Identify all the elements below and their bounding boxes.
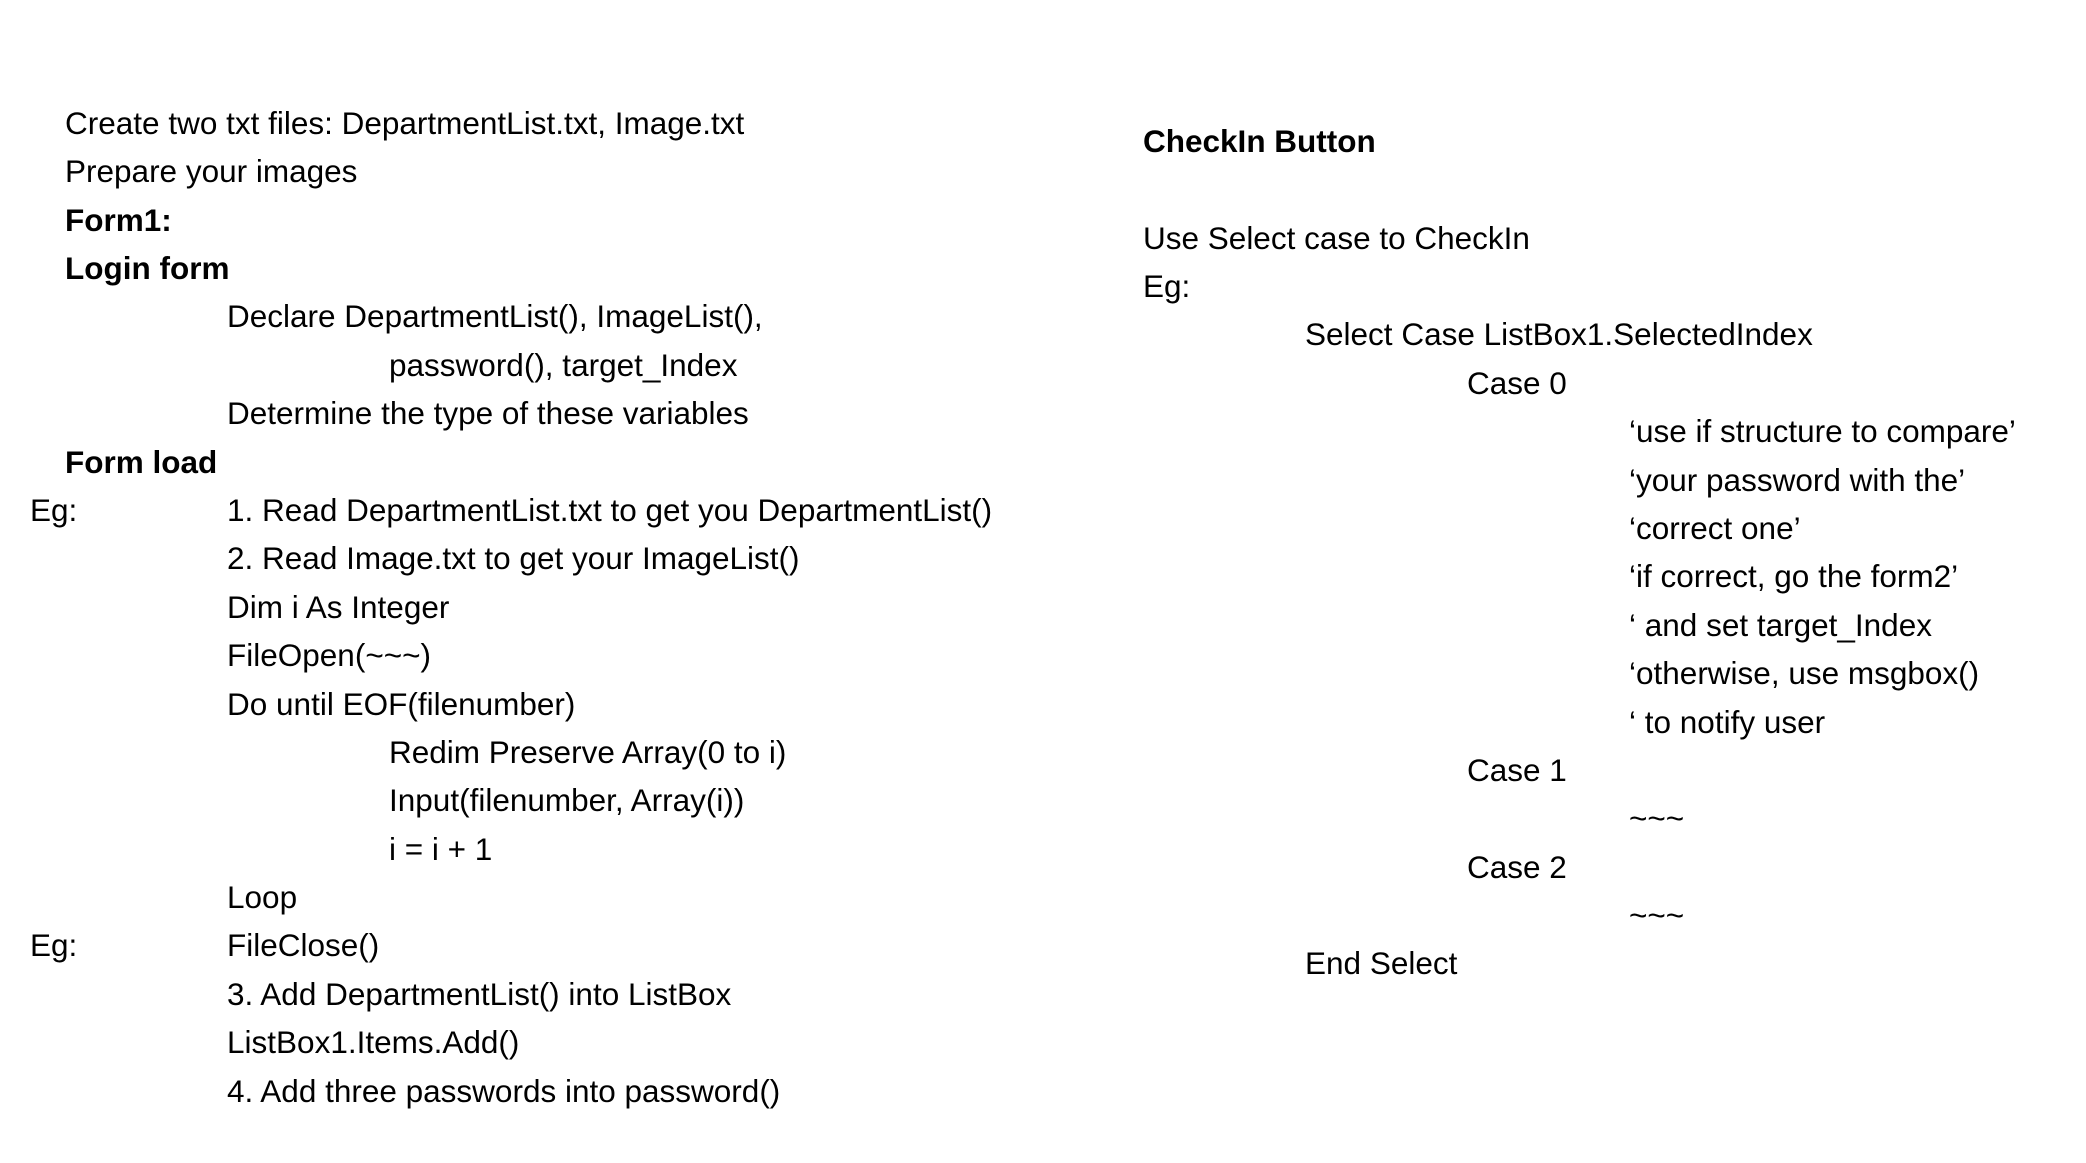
text-line: 3. Add DepartmentList() into ListBox [30,873,992,1012]
text-line: Form load [30,341,992,480]
text-line: Eg: Dim i As Integer [30,486,992,625]
text-line: ‘ to notify user [1108,601,2016,740]
text-line: 1. Read DepartmentList.txt to get you De… [30,389,992,528]
text-line: ‘if correct, go the form2’ [1108,456,2016,594]
line-text: FileOpen(~~~) [227,637,431,674]
line-text: Login form [65,249,230,286]
text-line: i = i + 1 [30,728,992,867]
line-text: Eg: [1143,267,1191,304]
text-line: Do until EOF(filenumber) [30,583,992,722]
text-line: Redim Preserve Array(0 to i) [30,631,992,770]
text-line: ~~~ [1108,697,2016,836]
eg-label: Eg: [30,927,78,964]
line-text: ‘if correct, go the form2’ [1629,558,1959,595]
line-text: ‘otherwise, use msgbox() [1629,655,1980,692]
document-page: Create two txt files: DepartmentList.txt… [30,2,2016,1109]
right-column: CheckIn Button Use Select case to CheckI… [1108,20,2016,982]
line-text: Select Case ListBox1.SelectedIndex [1305,316,1813,353]
text-line: Select Case ListBox1.SelectedIndex [1108,214,2016,352]
line-text: ‘your password with the’ [1629,461,1966,498]
line-text: Case 1 [1467,751,1567,788]
line-text: 2. Read Image.txt to get your ImageList(… [227,540,800,577]
line-text: Dim i As Integer [227,588,450,625]
text-line: Loop [30,776,992,915]
text-line: ‘otherwise, use msgbox() [1108,552,2016,691]
text-line: Case 1 [1108,649,2016,788]
text-line [1108,68,2016,116]
text-line: CheckIn Button [1108,20,2016,159]
text-line: Eg: ListBox1.Items.Add() [30,921,992,1060]
text-line: Login form [30,147,992,286]
text-line: FileOpen(~~~) [30,534,992,673]
line-text: Redim Preserve Array(0 to i) [389,733,787,770]
line-text: ~~~ [1629,897,1685,934]
line-text: Prepare your images [65,153,358,190]
line-text: Declare DepartmentList(), ImageList(), [227,298,763,335]
text-line: ‘your password with the’ [1108,359,2016,498]
line-text: ‘correct one’ [1629,509,1801,546]
line-text: Do until EOF(filenumber) [227,685,576,722]
line-text: ‘ to notify user [1629,703,1826,740]
text-line: Case 2 [1108,746,2016,885]
left-column: Create two txt files: DepartmentList.txt… [30,2,992,1109]
text-line: Case 0 [1108,262,2016,401]
line-text: ‘use if structure to compare’ [1629,413,2016,450]
line-text: 1. Read DepartmentList.txt to get you De… [227,491,993,528]
line-text: Use Select case to CheckIn [1143,219,1530,256]
line-text: CheckIn Button [1143,122,1376,159]
text-line: Form1: [30,99,992,238]
line-text: ~~~ [1629,800,1685,837]
line-text: Create two txt files: DepartmentList.txt… [65,104,745,141]
text-line: Prepare your images [30,50,992,189]
text-line: Input(filenumber, Array(i)) [30,679,992,818]
text-line: Use Select case to CheckIn [1108,117,2016,256]
text-line: ‘correct one’ [1108,407,2016,546]
line-text: 3. Add DepartmentList() into ListBox [227,975,732,1012]
line-text: Input(filenumber, Array(i)) [389,782,745,819]
eg-label: Eg: [30,491,78,528]
line-text: Form load [65,443,218,480]
text-line: password(), target_Index [30,244,992,383]
text-line: 2. Read Image.txt to get your ImageList(… [30,438,992,576]
line-text: Loop [227,879,298,916]
line-text: Form1: [65,201,172,238]
text-line: Eg: [1108,165,2016,304]
text-line: End Select [1108,843,2016,981]
text-line: FileClose() [30,825,992,963]
line-text: End Select [1305,945,1458,982]
line-text: Case 2 [1467,848,1567,885]
line-text: password(), target_Index [389,346,738,383]
line-text: Case 0 [1467,364,1567,401]
text-line: Declare DepartmentList(), ImageList(), [30,196,992,334]
line-text: 4. Add three passwords into password() [227,1072,781,1109]
line-text: i = i + 1 [389,830,493,867]
line-text: ListBox1.Items.Add() [227,1024,520,1061]
line-text: ‘ and set target_Index [1629,606,1932,643]
text-line: 4. Add three passwords into password() [30,970,992,1109]
text-line: Determine the type of these variables [30,292,992,431]
line-text: Determine the type of these variables [227,395,749,432]
line-text: FileClose() [227,927,380,964]
text-line: Create two txt files: DepartmentList.txt… [30,2,992,141]
text-line: ‘ and set target_Index [1108,504,2016,643]
text-line: ~~~ [1108,794,2016,933]
text-line: ‘use if structure to compare’ [1108,310,2016,449]
